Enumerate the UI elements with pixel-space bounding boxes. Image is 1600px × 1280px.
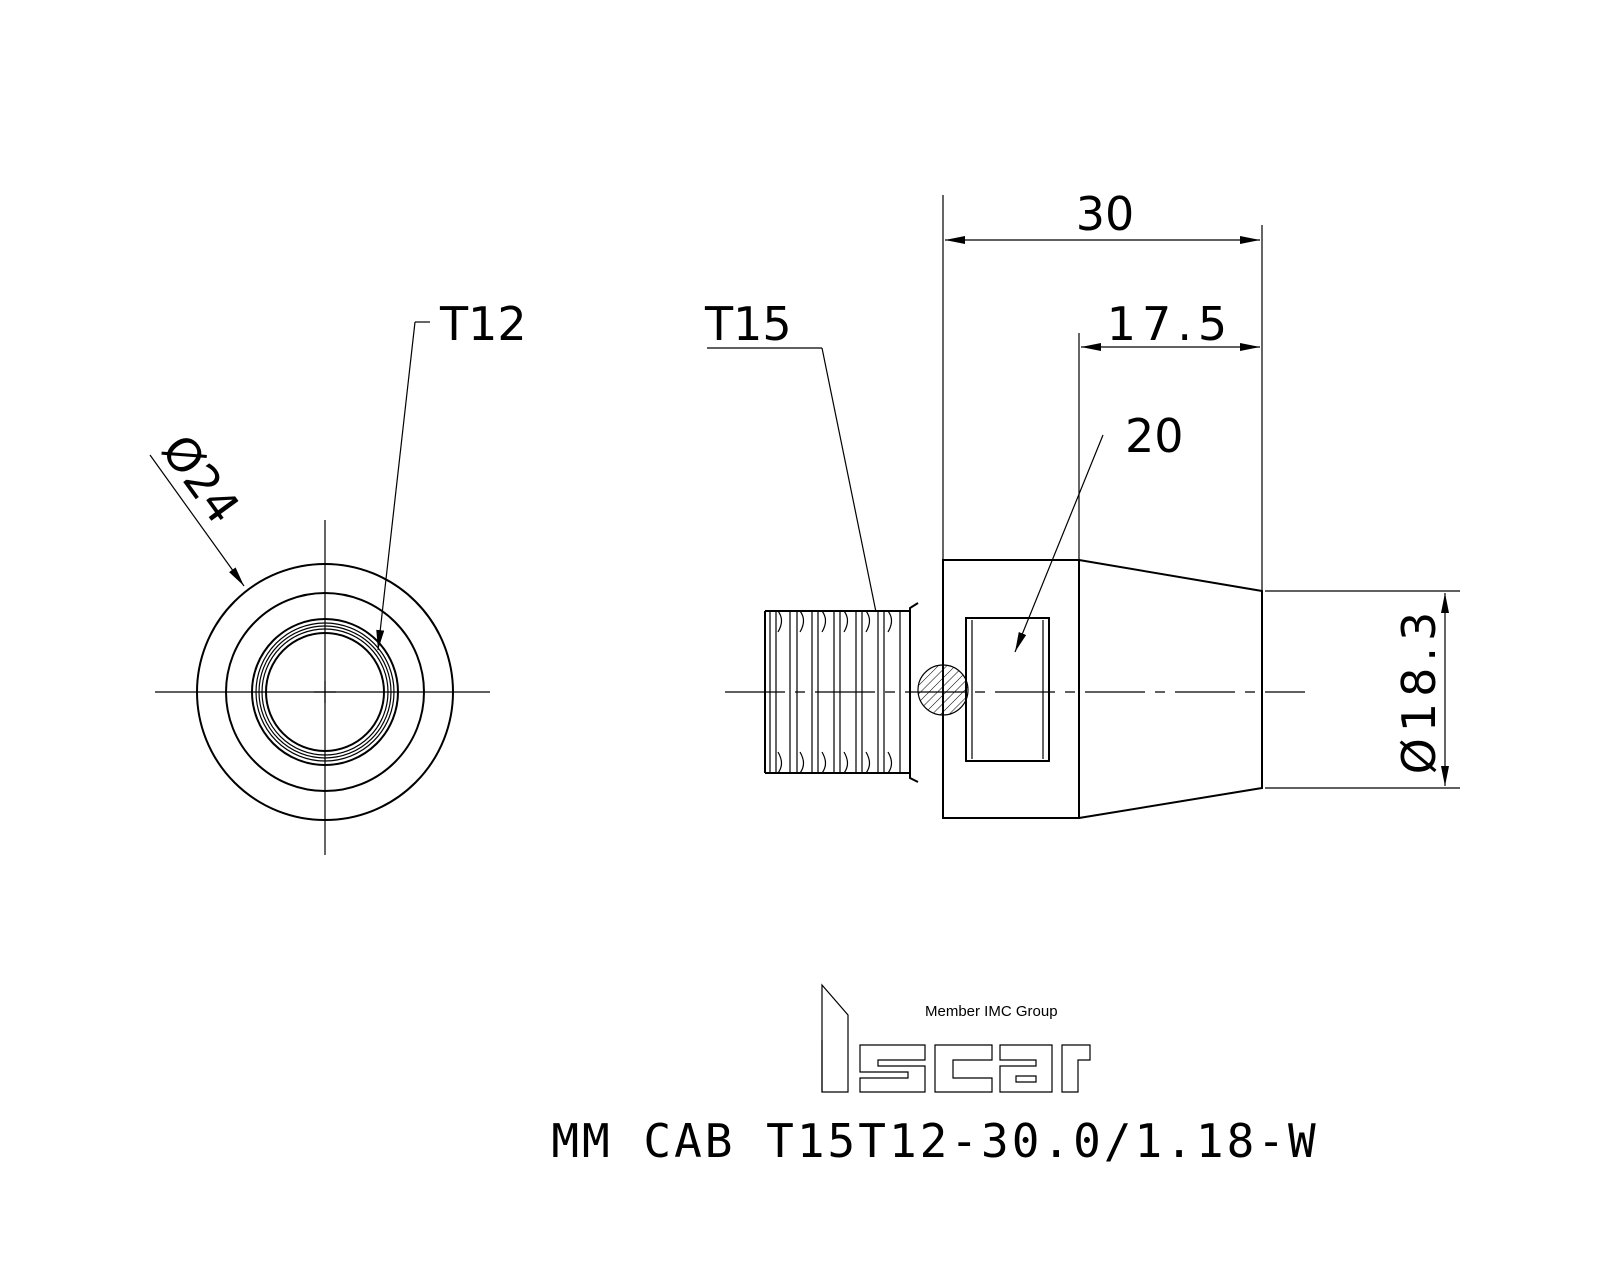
shoulder-circle (225, 592, 425, 792)
side-view (725, 559, 1305, 819)
wrench-flat-leader (1014, 434, 1104, 653)
end-view-thread-label: T12 (439, 297, 527, 351)
tip-diameter-dimension: Ø18.3 (1265, 590, 1460, 789)
part-number-title: MM CAB T15T12-30.0/1.18-W (551, 1114, 1318, 1168)
overall-length-label: 30 (1076, 187, 1135, 241)
t12-leader (376, 321, 416, 651)
logo-letter-a (999, 1044, 1053, 1093)
front-length-dimension: 17.5 (1078, 297, 1260, 560)
thread-relief (909, 602, 919, 783)
outer-circle (196, 563, 454, 821)
outer-diameter-label: Ø24 (151, 425, 250, 533)
logo-letter-r (1061, 1044, 1091, 1093)
bore-circle (265, 632, 385, 752)
thread-outer-circle (251, 618, 399, 766)
wrench-flat (965, 617, 1050, 762)
company-logo: Member IMC Group (821, 983, 1091, 1093)
thread-crest-bottom (777, 751, 893, 774)
overall-length-dimension: 30 (942, 187, 1263, 591)
logo-letter-c (934, 1044, 993, 1093)
t15-leader (821, 347, 877, 613)
thread-ring-2 (258, 625, 392, 759)
side-view-thread-label: T15 (704, 297, 792, 351)
thread-section (764, 602, 919, 783)
thread-crest-top (777, 610, 893, 633)
side-view-thread-callout: T15 (704, 297, 877, 613)
taper-cone (1078, 559, 1263, 819)
thread-ring-3 (261, 628, 389, 756)
thread-root-lines (769, 612, 901, 772)
thread-ring-1 (255, 622, 395, 762)
outer-diameter-dimension: Ø24 (149, 425, 250, 587)
logo-letter-s (859, 1044, 926, 1093)
end-view-thread-callout: T12 (376, 297, 527, 651)
logo-i-stem (821, 983, 849, 1093)
end-view (155, 520, 490, 855)
front-length-label: 17.5 (1107, 297, 1233, 351)
tip-diameter-label: Ø18.3 (1392, 606, 1446, 775)
logo-tagline: Member IMC Group (925, 1003, 1058, 1020)
outer-diameter-leader (149, 454, 245, 587)
wrench-flat-callout: 20 (1014, 409, 1184, 653)
wrench-flat-label: 20 (1125, 409, 1184, 463)
thread-flank-lines (775, 612, 885, 772)
